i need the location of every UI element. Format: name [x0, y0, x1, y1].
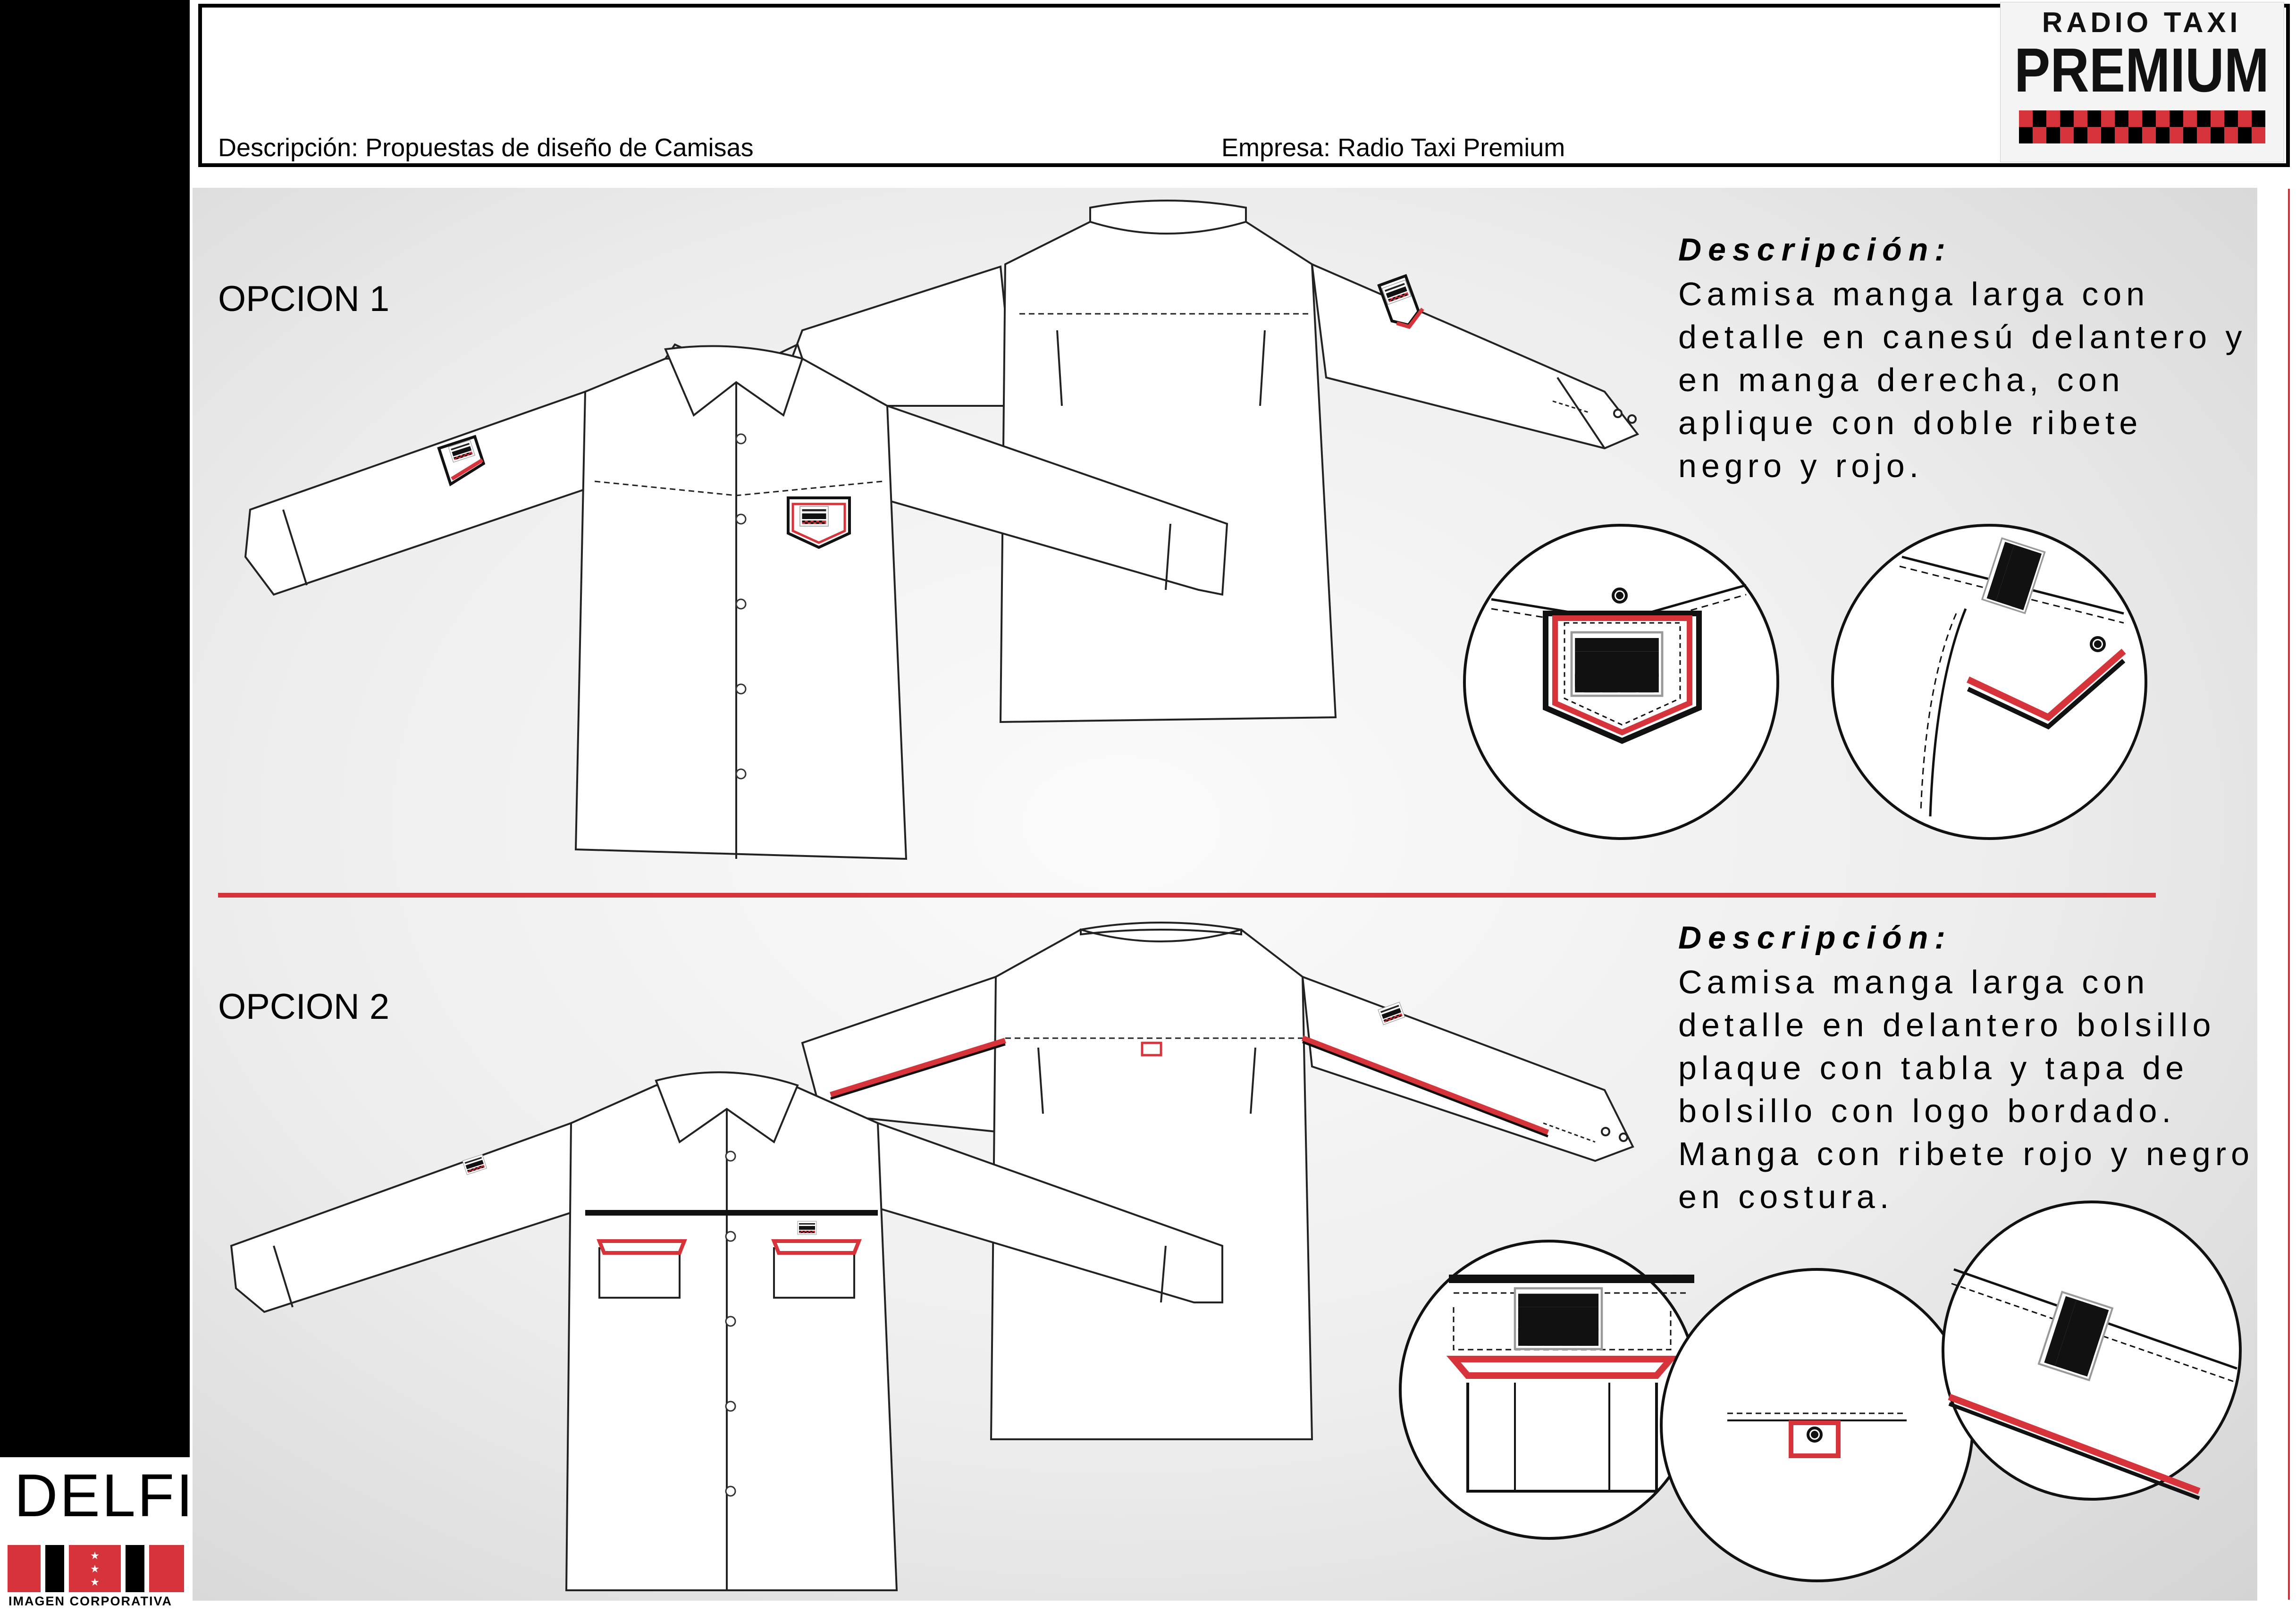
option1-front-sleeve-patch — [437, 435, 486, 487]
option1-label: OPCION 1 — [218, 279, 390, 319]
svg-text:★: ★ — [90, 1550, 100, 1562]
delfin-brand: DELFIN ★ ★ ★ IMAGEN CORPORATIVA — [0, 1457, 238, 1612]
section-divider — [218, 893, 2156, 898]
header-company: Empresa: Radio Taxi Premium — [1221, 134, 1565, 162]
option2-back-right-piping — [1301, 1035, 1549, 1135]
option1-zoom-sleeve — [1831, 524, 2147, 840]
brand-flag-icon: ★ ★ ★ — [8, 1545, 184, 1592]
option2-desc-body: Camisa manga larga con detalle en delant… — [1678, 964, 2254, 1215]
logo-line1: RADIO TAXI — [2042, 7, 2241, 38]
option1-desc-body: Camisa manga larga con detalle en canesú… — [1678, 276, 2247, 484]
logo-checker-icon — [2019, 110, 2265, 143]
header-description: Descripción: Propuestas de diseño de Cam… — [218, 134, 754, 162]
option2-back-tab — [1141, 1041, 1162, 1057]
option1-front-shirt — [244, 343, 1228, 860]
option1-description: Descripción: Camisa manga larga con deta… — [1678, 231, 2263, 487]
option1-desc-title: Descripción: — [1678, 232, 1952, 268]
option1-chest-patch — [787, 496, 851, 549]
radio-taxi-premium-logo: RADIO TAXI PREMIUM — [2000, 2, 2284, 162]
option2-zoom-tab — [1660, 1268, 1974, 1582]
option2-pocket-flaps — [597, 1221, 862, 1255]
option2-zoom-sleeve — [1942, 1201, 2242, 1501]
right-red-rule — [2288, 189, 2290, 1600]
header-box: Descripción: Propuestas de diseño de Cam… — [198, 4, 2290, 167]
logo-line2: PREMIUM — [2014, 35, 2269, 105]
svg-text:★: ★ — [90, 1563, 100, 1575]
option1-zoom-pocket — [1463, 524, 1779, 840]
option1-back-shirt — [773, 200, 1640, 723]
option2-description: Descripción: Camisa manga larga con deta… — [1678, 919, 2263, 1218]
option2-zoom-pocket — [1399, 1240, 1699, 1540]
brand-tagline: IMAGEN CORPORATIVA — [8, 1594, 173, 1608]
option2-back-left-piping — [830, 1038, 1006, 1098]
option2-label: OPCION 2 — [218, 987, 390, 1027]
svg-text:★: ★ — [90, 1576, 100, 1588]
left-sidebar — [0, 0, 190, 1612]
option2-desc-title: Descripción: — [1678, 920, 1952, 956]
option1-back-sleeve-patch — [1377, 274, 1424, 329]
